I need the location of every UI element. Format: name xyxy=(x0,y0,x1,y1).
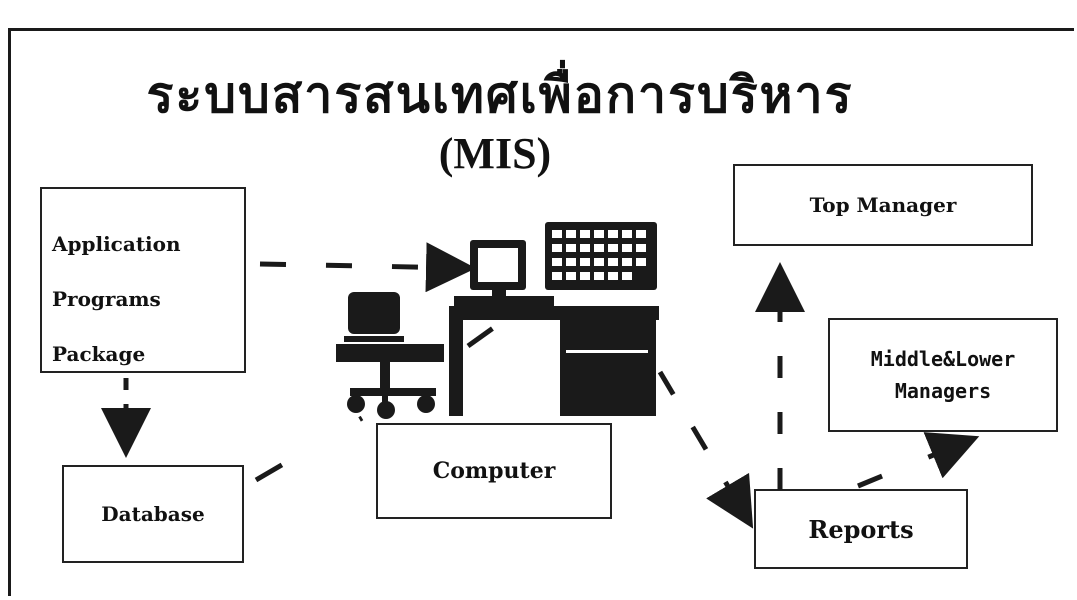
application-line-3: Package xyxy=(52,342,146,366)
arrow-app-to-computer xyxy=(259,242,476,293)
arrow-database-to-computer xyxy=(254,415,364,483)
diagram-subtitle: (MIS) xyxy=(438,129,552,178)
arrow-reports-to-middle-lower xyxy=(857,432,980,489)
diagram-title: ระบบสารสนเทศเพื่อการบริหาร xyxy=(146,66,854,124)
application-programs-box: Application Programs Package xyxy=(40,187,246,373)
computer-label: Computer xyxy=(432,458,556,484)
middle-lower-line-2: Managers xyxy=(894,379,992,403)
office-chair-icon xyxy=(336,292,444,419)
computer-box: Computer xyxy=(376,423,612,519)
database-label: Database xyxy=(101,502,205,526)
top-manager-box: Top Manager xyxy=(733,164,1033,246)
top-manager-label: Top Manager xyxy=(809,193,957,217)
database-box: Database xyxy=(62,465,244,563)
monitor-icon xyxy=(470,240,526,298)
diagram-frame xyxy=(8,28,1074,596)
application-line-1: Application xyxy=(52,232,181,256)
computer-desk-icon xyxy=(449,296,659,416)
middle-lower-line-1: Middle&Lower xyxy=(870,347,1016,371)
application-line-2: Programs xyxy=(52,287,161,311)
keyboard-calendar-icon xyxy=(545,222,657,290)
middle-lower-managers-box: Middle&Lower Managers xyxy=(828,318,1058,432)
computer-workstation-icon xyxy=(336,222,659,419)
reports-label: Reports xyxy=(808,514,914,544)
arrow-computer-desk-to-chair xyxy=(466,323,498,349)
reports-box: Reports xyxy=(754,489,968,569)
arrow-computer-to-reports xyxy=(657,370,754,529)
